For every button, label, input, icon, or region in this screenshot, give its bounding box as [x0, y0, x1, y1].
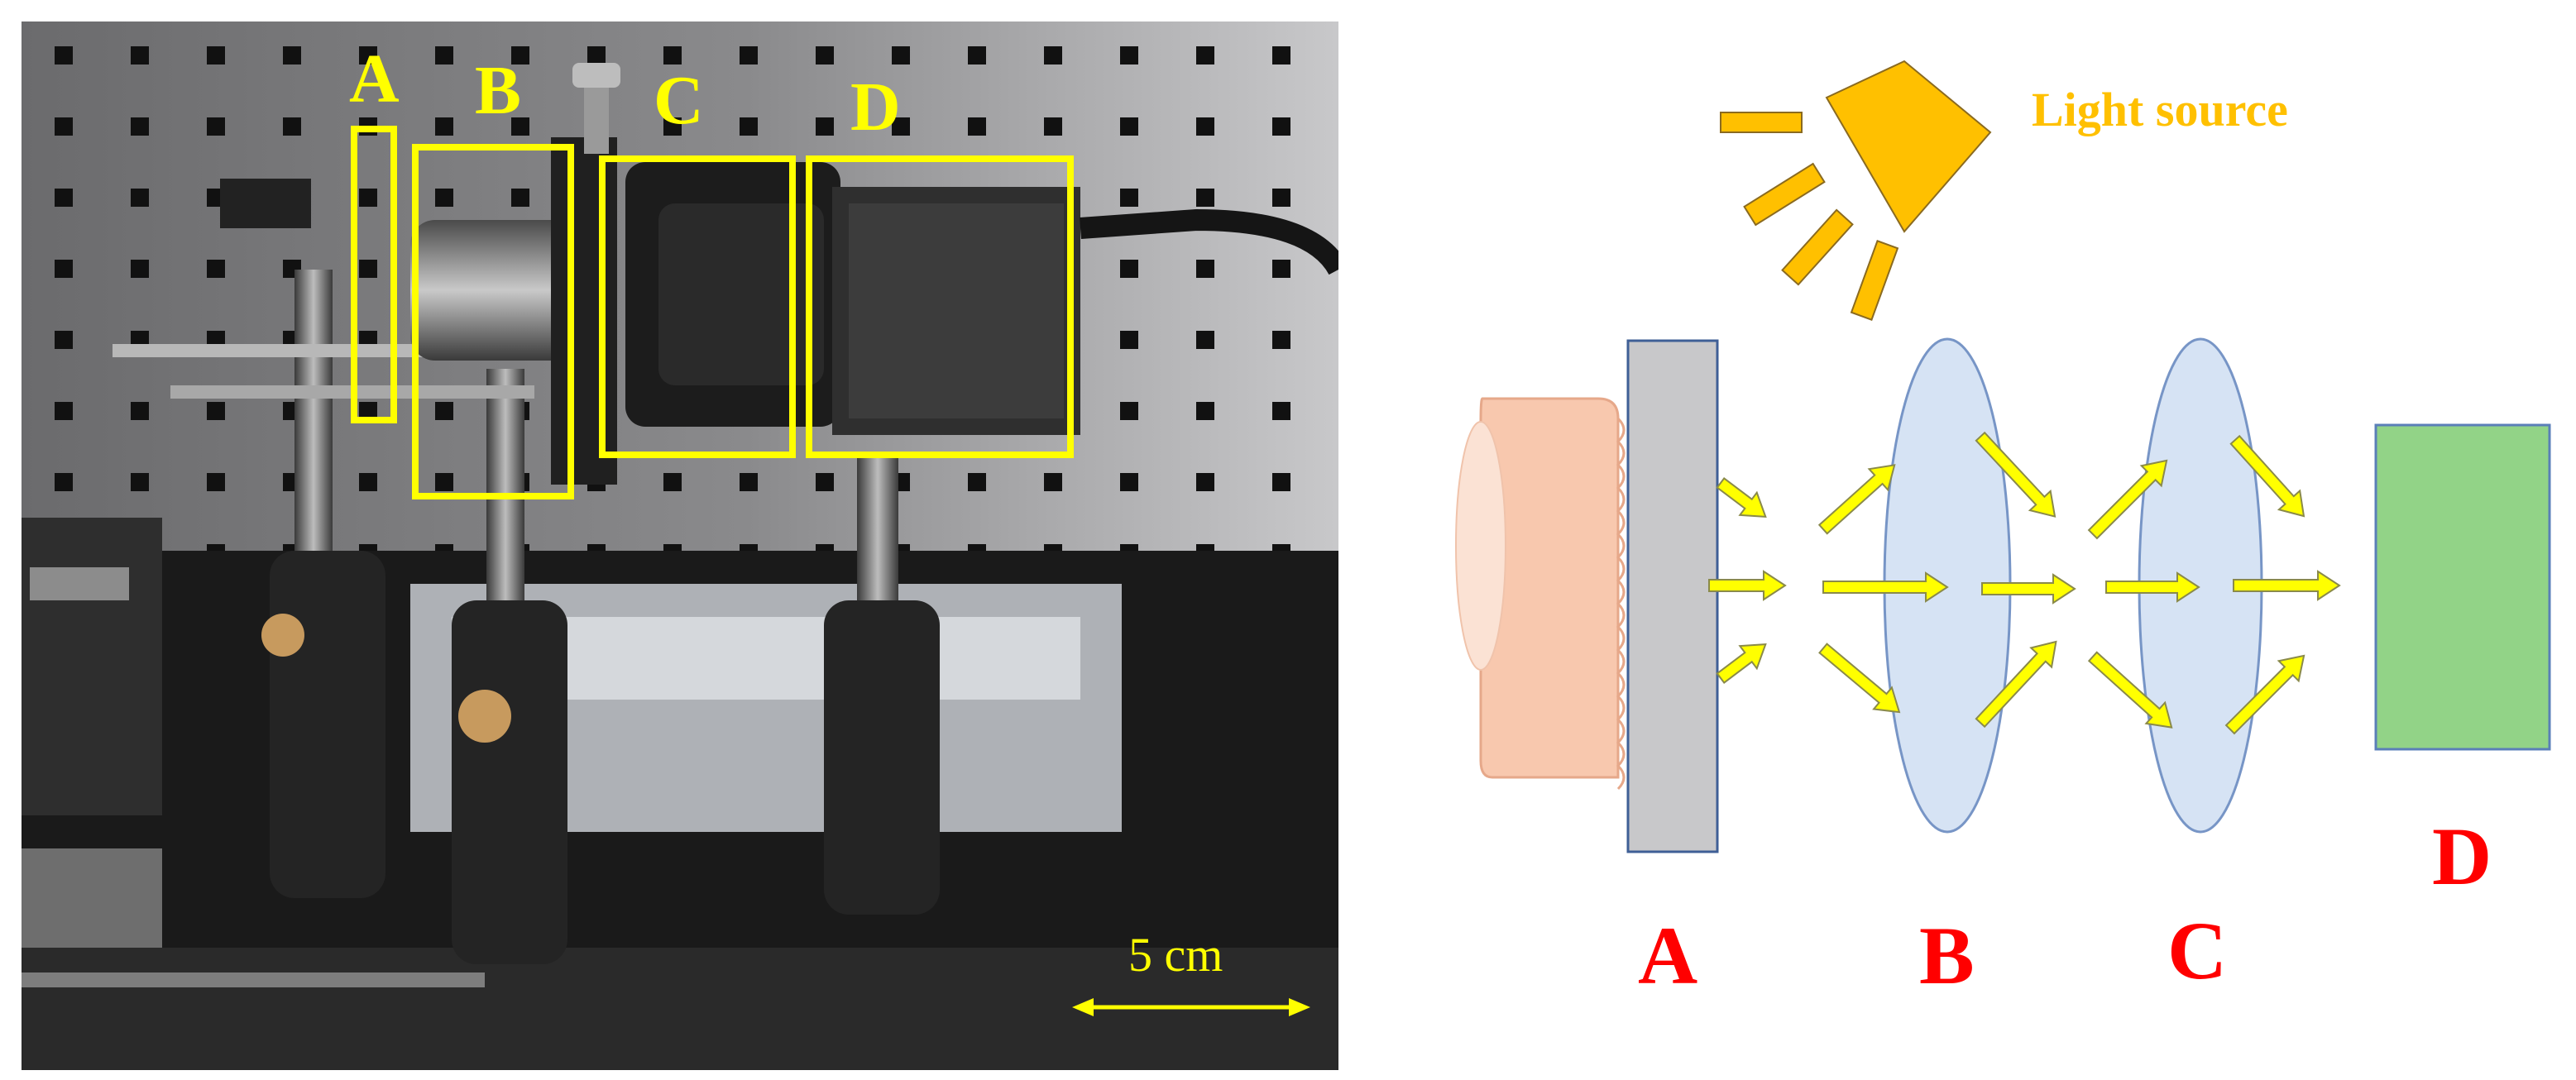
- scale-bar-right-arrow: [1289, 998, 1310, 1016]
- light-ray-1: [1720, 112, 1803, 133]
- setup-photo: A B C D 5 cm: [22, 22, 1338, 1070]
- camera-cable: [1080, 208, 1338, 275]
- diagram-label-b: B: [1919, 910, 1975, 1001]
- light-ray-3: [1781, 208, 1854, 286]
- photo-box-a: [351, 126, 397, 423]
- light-ray-2: [1743, 162, 1826, 227]
- scale-bar-left-arrow: [1072, 998, 1094, 1016]
- diagram-label-a: A: [1638, 910, 1698, 1001]
- arrow-1: [1716, 477, 1767, 518]
- photo-box-c: [599, 155, 796, 458]
- glass-plate: [1626, 339, 1719, 853]
- arrow-13: [2229, 434, 2305, 518]
- photo-label-d: D: [850, 69, 901, 146]
- photo-scene: [22, 22, 1338, 1070]
- photo-label-c: C: [654, 62, 704, 139]
- post-holder-3: [824, 600, 940, 915]
- post-1: [294, 270, 333, 600]
- arrow-4: [1817, 464, 1896, 535]
- arrow-12: [2087, 651, 2173, 729]
- fingernail-icon: [1455, 421, 1506, 671]
- arrow-5: [1822, 571, 1949, 603]
- photo-label-b: B: [475, 52, 522, 129]
- scale-bar-label: 5 cm: [1128, 928, 1223, 982]
- arrow-11: [2105, 571, 2200, 603]
- rod-1: [113, 344, 493, 357]
- light-source-icon: [1825, 60, 1992, 233]
- sample-holder: [220, 179, 311, 228]
- arrow-6: [1818, 643, 1901, 714]
- arrow-2: [1708, 570, 1787, 601]
- arrow-10: [2087, 459, 2168, 540]
- objective-lens: [410, 220, 576, 361]
- arrow-9: [1975, 640, 2057, 729]
- photo-box-d: [806, 155, 1074, 458]
- arrow-7: [1975, 431, 2056, 518]
- light-ray-4: [1850, 240, 1899, 321]
- diagram-label-c: C: [2167, 905, 2228, 996]
- image-sensor: [2374, 423, 2551, 751]
- arrow-14: [2233, 570, 2341, 601]
- arrow-15: [2224, 654, 2305, 735]
- finger-icon: [1479, 397, 1620, 779]
- light-source-label: Light source: [2032, 83, 2288, 136]
- photo-label-a: A: [349, 41, 400, 117]
- arrow-3: [1716, 643, 1767, 684]
- arrow-8: [1981, 573, 2076, 605]
- photo-box-b: [412, 144, 574, 499]
- fingerprint-ridges: [1616, 417, 1626, 791]
- diagram-label-d: D: [2432, 810, 2492, 902]
